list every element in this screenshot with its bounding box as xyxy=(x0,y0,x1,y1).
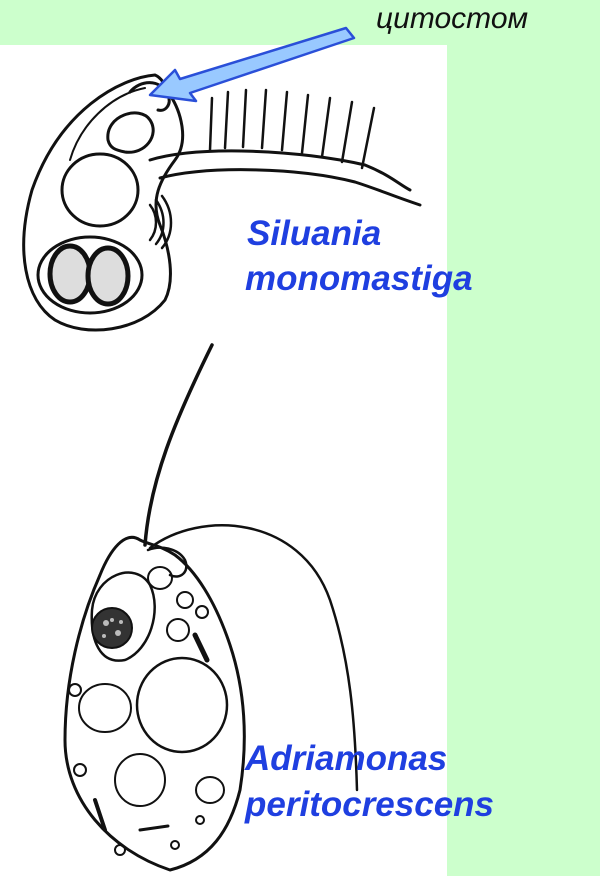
adriamonas-vacuole xyxy=(79,684,131,732)
adriamonas-vacuole xyxy=(196,606,208,618)
adriamonas-rod xyxy=(195,635,207,660)
adriamonas-rod xyxy=(140,826,168,830)
cytostome-arrow xyxy=(150,28,354,101)
cytostome-callout: цитостом xyxy=(376,2,528,36)
species-label-line2: peritocrescens xyxy=(245,784,494,825)
species-label-line1: Adriamonas xyxy=(245,738,447,779)
siluania-food-vacuole xyxy=(62,154,138,226)
siluania-inner-contour xyxy=(70,88,145,160)
adriamonas-vacuole xyxy=(196,777,224,803)
adriamonas-vacuole xyxy=(115,754,165,806)
species-label-line1: Siluania xyxy=(247,213,381,254)
adriamonas-large-vacuole xyxy=(137,658,227,752)
siluania-nucleus-left xyxy=(50,246,90,302)
adriamonas-nucleus xyxy=(92,608,132,648)
siluania-mastigonemes xyxy=(210,90,374,168)
siluania-stalk xyxy=(150,151,420,205)
adriamonas-vacuole xyxy=(69,684,81,696)
siluania-striations xyxy=(150,196,171,248)
siluania-nucleus-right xyxy=(88,248,128,304)
adriamonas-vacuole xyxy=(177,592,193,608)
species-label-line2: monomastiga xyxy=(245,258,473,299)
siluania-upper-vacuole xyxy=(108,113,153,152)
adriamonas-anterior-flagellum xyxy=(145,345,212,545)
adriamonas-vacuole xyxy=(167,619,189,641)
